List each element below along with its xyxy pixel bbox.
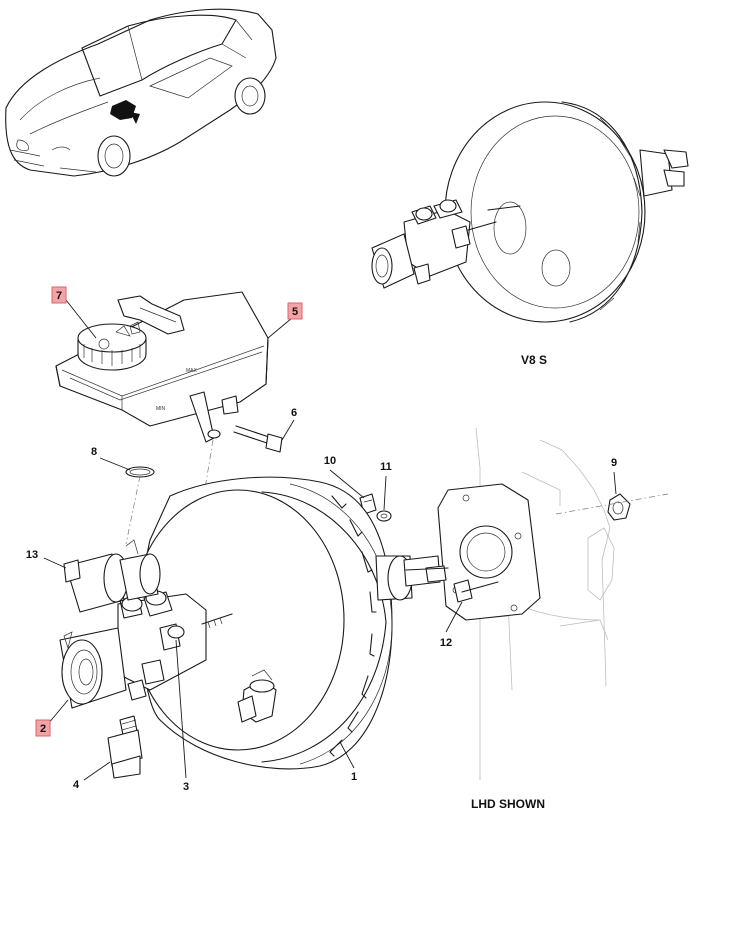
- callout-1: 1: [351, 771, 357, 783]
- stud-12: [453, 579, 499, 603]
- callout-5-highlight: [287, 302, 303, 320]
- car-location-thumbnail: [5, 8, 277, 177]
- callout-8: 8: [91, 446, 97, 458]
- callout-6: 6: [291, 407, 297, 419]
- orientation-caption: LHD SHOWN: [471, 797, 545, 811]
- callout-2-highlight: [35, 719, 51, 737]
- callout-5: 5: [292, 306, 298, 318]
- union-4: [107, 715, 143, 779]
- variant-caption: V8 S: [521, 353, 547, 367]
- grommet-9: [607, 493, 631, 521]
- callout-10: 10: [324, 455, 336, 467]
- callout-13: 13: [26, 549, 38, 561]
- master-cylinder: [59, 590, 233, 709]
- svg-text:MIN: MIN: [156, 406, 166, 412]
- booster-pushrod: [375, 555, 449, 601]
- callout-12: 12: [440, 637, 452, 649]
- brake-fluid-reservoir: MAX MIN: [55, 291, 269, 443]
- callout-2: 2: [40, 723, 46, 735]
- pressure-switch-13: [63, 539, 161, 613]
- callout-9: 9: [611, 457, 617, 469]
- callout-4: 4: [73, 779, 80, 791]
- svg-text:MAX: MAX: [186, 368, 198, 374]
- callout-11: 11: [380, 461, 392, 473]
- brake-booster: [131, 476, 393, 770]
- leader-lines: [43, 299, 617, 781]
- callout-3: 3: [183, 781, 189, 793]
- mounting-plate: [437, 483, 541, 621]
- bolt-6: [233, 425, 283, 453]
- v8s-booster-inset: [371, 101, 689, 323]
- washer-11: [376, 510, 392, 522]
- callout-7: 7: [56, 290, 62, 302]
- callout-7-highlight: [51, 286, 67, 304]
